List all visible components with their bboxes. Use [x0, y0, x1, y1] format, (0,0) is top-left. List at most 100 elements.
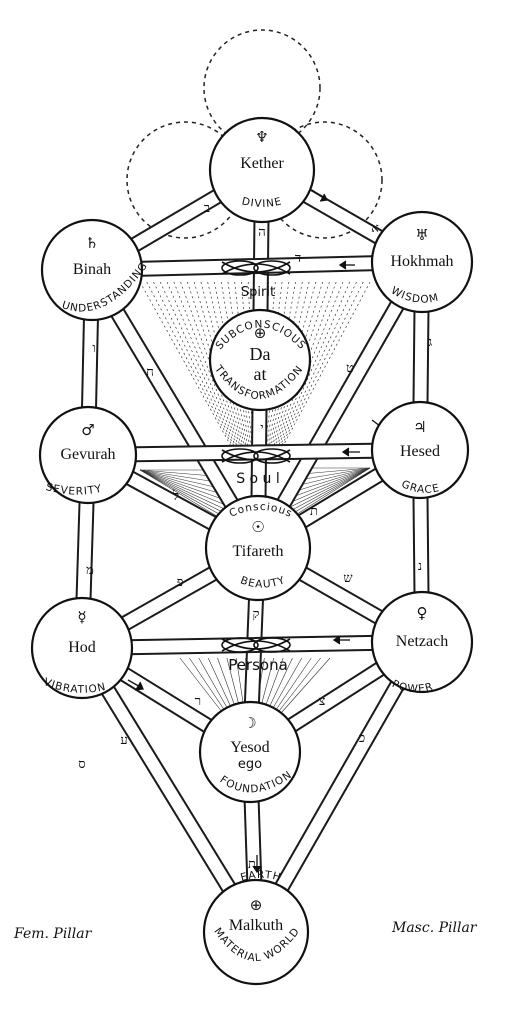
spirit-ray: [278, 281, 357, 449]
sephirot: ♆KetherDIVINE♄BinahUNDERSTANDING♅Hokhmah…: [30, 116, 474, 986]
tifareth-attribute: BEAUTY: [239, 574, 287, 591]
hebrew-letter: ג: [428, 335, 432, 350]
spirit-ray: [146, 281, 234, 449]
hokhmah-planet-symbol: ♅: [415, 226, 428, 244]
persona-fan: [262, 657, 284, 713]
yesod-sub: ego: [238, 757, 262, 772]
soul-fan-right: [286, 467, 371, 505]
spirit-rays: [139, 281, 371, 713]
malkuth-attribute-top: EARTH: [239, 869, 283, 884]
hebrew-letter: צ: [319, 694, 326, 709]
persona-fan: [278, 657, 321, 713]
soul-fan-right: [292, 467, 371, 493]
spirit-ray: [139, 281, 233, 449]
netzach-name: Netzach: [396, 633, 448, 650]
hebrew-letter: ו: [92, 341, 95, 356]
binah-circle: [40, 218, 144, 322]
persona-fan: [274, 657, 312, 713]
hebrew-letter: ת: [310, 504, 318, 519]
persona-fan: [266, 657, 293, 713]
spirit-ray: [272, 281, 330, 449]
hod-circle: [30, 596, 134, 700]
soul-fan-right: [298, 467, 371, 481]
persona-fan: [281, 657, 331, 713]
malkuth-planet-symbol: ⊕: [250, 896, 263, 914]
tifareth-name: Tifareth: [233, 543, 284, 560]
hebrew-letter: י: [260, 421, 263, 436]
hebrew-letter: ר: [195, 694, 201, 709]
soul-label: S o u l: [236, 471, 280, 487]
soul-fan-left: [139, 469, 229, 507]
daat-name: Da: [250, 344, 271, 364]
hebrew-letter: מ: [86, 563, 94, 578]
tifareth-planet-symbol: ☉: [251, 518, 264, 536]
hebrew-letter: כ: [359, 731, 365, 746]
gevurah-name: Gevurah: [60, 446, 115, 463]
soul-fan-left: [139, 469, 220, 489]
masculine-pillar-label: Masc. Pillar: [391, 920, 478, 936]
spirit-knot: [221, 260, 291, 276]
spirit-ray: [265, 281, 296, 449]
soul-fan-right: [295, 467, 371, 487]
spirit-ray: [166, 281, 239, 449]
spirit-ray: [214, 281, 249, 449]
hesed-planet-symbol: ♃: [413, 418, 426, 436]
netzach-circle: [370, 590, 474, 694]
yesod-name: Yesod: [230, 739, 269, 756]
malkuth-circle: [202, 878, 310, 986]
tifareth-circle: [204, 494, 312, 602]
hod-name: Hod: [68, 639, 96, 656]
bridge-knots: [221, 260, 291, 653]
hebrew-letter: נ: [418, 559, 422, 574]
soul-fan-left: [139, 469, 217, 483]
soul-fan-left: [139, 469, 214, 477]
persona-knot: [221, 637, 291, 653]
malkuth-name: Malkuth: [229, 917, 283, 934]
soul-fan-left: [139, 469, 235, 519]
yesod-planet-symbol: ☽: [243, 714, 256, 732]
spirit-label: Spirit: [241, 285, 275, 300]
persona-fan: [270, 657, 303, 713]
soul-fan-right: [301, 467, 371, 475]
gevurah-circle: [38, 405, 138, 505]
soul-fan-right: [283, 467, 371, 511]
daat-planet-symbol: ⊕: [254, 324, 267, 342]
hebrew-letter: ה: [258, 225, 265, 240]
soul-fan-left: [139, 469, 232, 513]
hebrew-letter: פ: [177, 575, 184, 590]
persona-label: Persona: [228, 656, 288, 674]
spirit-ray: [281, 281, 371, 449]
spirit-ray: [220, 281, 250, 449]
hod-planet-symbol: ☿: [77, 608, 86, 626]
daat-name: at: [254, 364, 267, 384]
persona-fan: [198, 657, 230, 713]
netzach-planet-symbol: ♀: [417, 604, 428, 622]
hebrew-letter: ד: [295, 251, 301, 266]
hebrew-letter: ס: [78, 757, 85, 772]
hokhmah-name: Hokhmah: [390, 253, 453, 270]
spirit-ray: [280, 281, 364, 449]
gevurah-planet-symbol: ♂: [81, 421, 94, 439]
feminine-pillar-label: Fem. Pillar: [13, 926, 93, 942]
hesed-name: Hesed: [400, 443, 440, 460]
binah-name: Binah: [73, 261, 111, 278]
hebrew-letter: ב: [204, 201, 210, 216]
kether-name: Kether: [240, 155, 284, 172]
persona-fan: [189, 657, 226, 713]
kether-circle: [208, 116, 316, 224]
gevurah-attribute: SEVERITY: [44, 481, 103, 498]
binah-planet-symbol: ♄: [85, 234, 98, 252]
hebrew-letter: ק: [253, 607, 260, 622]
hebrew-letter: א: [371, 221, 379, 236]
kether-planet-symbol: ♆: [255, 128, 268, 146]
soul-fan-left: [139, 469, 223, 495]
